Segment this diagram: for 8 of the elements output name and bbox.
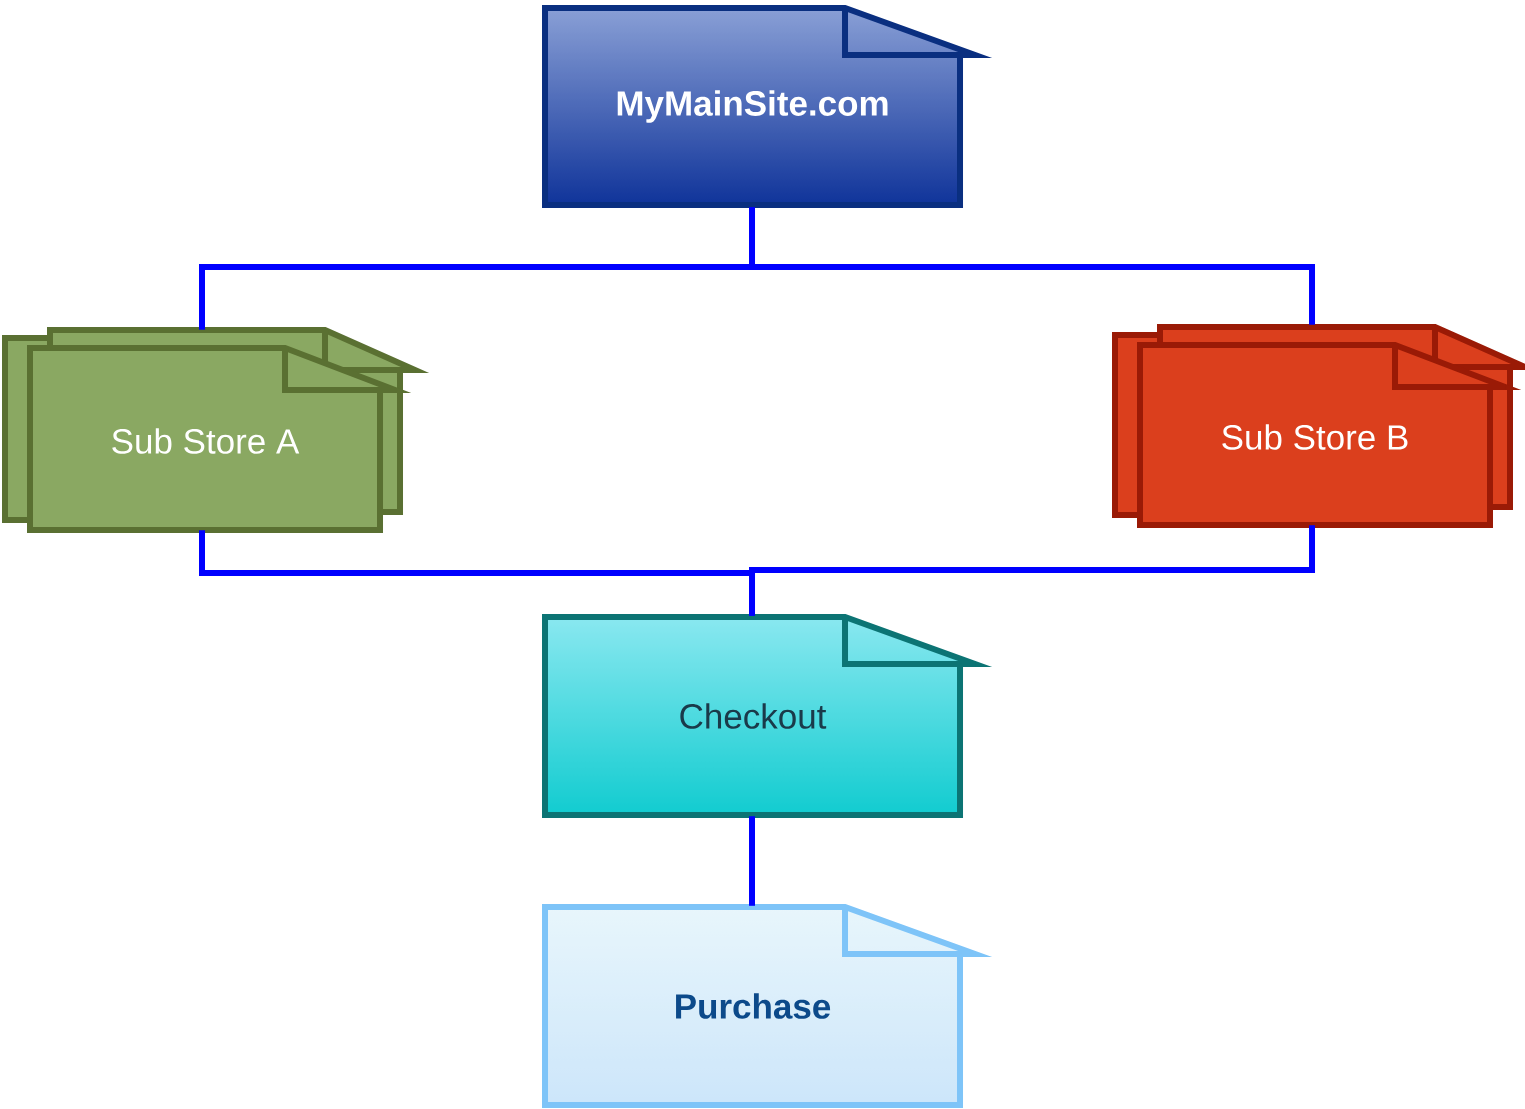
document-box: Purchase [542,904,993,1108]
connector-line [749,207,1315,325]
connector-line [749,816,755,906]
connector-line [749,525,1315,616]
stacked-document-box: Sub Store A [2,327,430,533]
document-box: Checkout [542,614,993,818]
document-box: MyMainSite.com [542,5,993,208]
stacked-document-box: Sub Store B [1112,324,1525,528]
